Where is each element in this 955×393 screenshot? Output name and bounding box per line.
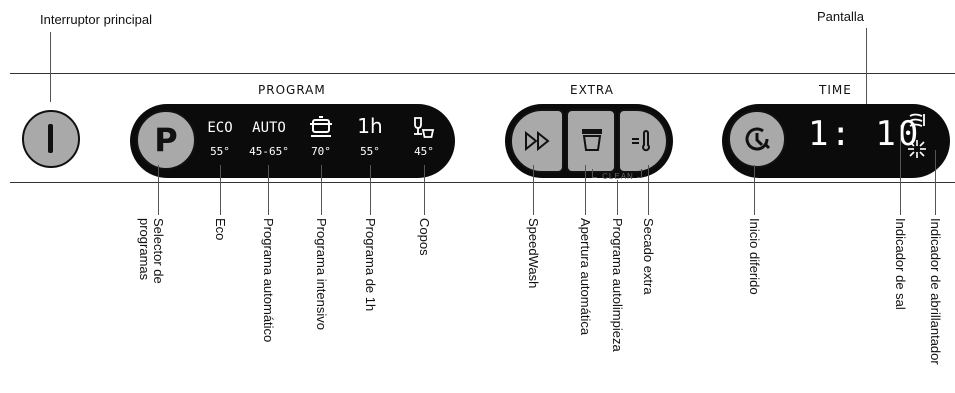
program-button-letter: P	[154, 121, 178, 159]
display-label: Pantalla	[817, 9, 864, 24]
power-symbol	[48, 124, 53, 153]
label-salt-indicator: Indicador de sal	[893, 218, 908, 310]
main-switch-label: Interruptor principal	[40, 12, 152, 27]
label-extra-dry: Secado extra	[641, 218, 656, 295]
program-selector-button[interactable]: P	[136, 110, 196, 170]
leader-selector	[158, 165, 159, 215]
label-auto-open: Apertura automática	[578, 218, 593, 336]
clean-label: CLEAN	[602, 172, 634, 181]
clean-bracket-right	[637, 169, 642, 178]
label-glasses: Copos	[417, 218, 432, 256]
program-intensive-temp: 70°	[311, 145, 331, 158]
extra-dry-button[interactable]	[618, 109, 668, 173]
leader-1h	[370, 165, 371, 215]
speedwash-icon	[525, 131, 550, 151]
time-display: 1: 10	[808, 114, 921, 154]
leader-display	[866, 28, 867, 110]
program-glass-temp: 45°	[414, 145, 434, 158]
rinse-aid-icon	[908, 140, 926, 158]
label-eco: Eco	[213, 218, 228, 241]
section-extra-title: EXTRA	[570, 83, 614, 97]
auto-door-icon	[582, 129, 602, 151]
leader-delay-start	[754, 165, 755, 215]
section-program-title: PROGRAM	[258, 83, 326, 97]
program-eco-label[interactable]: ECO	[207, 120, 233, 136]
leader-salt	[900, 125, 901, 215]
label-speedwash: SpeedWash	[526, 218, 541, 289]
salt-icon	[909, 113, 925, 127]
leader-intensive	[321, 165, 322, 215]
power-button[interactable]	[22, 110, 80, 168]
label-intensive-program: Programa intensivo	[314, 218, 329, 330]
section-time-title: TIME	[819, 83, 852, 97]
label-program-selector: Selector de programas	[137, 218, 166, 284]
label-auto-program: Programa automático	[261, 218, 276, 343]
clean-bracket-left	[592, 169, 597, 178]
glass-icon[interactable]	[413, 116, 435, 140]
speedwash-button[interactable]	[510, 109, 564, 173]
extra-dry-icon	[632, 130, 650, 152]
leader-glasses	[424, 165, 425, 215]
label-rinse-aid-indicator: Indicador de abrillantador	[928, 218, 943, 365]
panel-bottom-edge	[10, 182, 955, 183]
label-self-clean: Programa autolimpieza	[610, 218, 625, 352]
leader-eco	[220, 165, 221, 215]
label-delay-start: Inicio diferido	[747, 218, 762, 295]
leader-extra-dry	[648, 165, 649, 215]
clock-icon	[745, 127, 771, 151]
program-1h-temp: 55°	[360, 145, 380, 158]
leader-speedwash	[533, 165, 534, 215]
leader-auto-open	[585, 165, 586, 215]
panel-top-edge	[10, 73, 955, 74]
leader-rinse-aid	[935, 150, 936, 215]
label-1h-program: Programa de 1h	[363, 218, 378, 312]
leader-main-switch	[50, 32, 51, 102]
pot-icon[interactable]	[308, 114, 334, 140]
program-auto-temp: 45-65°	[249, 145, 289, 158]
program-eco-temp: 55°	[210, 145, 230, 158]
program-1h-label[interactable]: 1h	[357, 114, 383, 138]
auto-door-button[interactable]	[566, 109, 616, 173]
delay-start-button[interactable]	[728, 110, 786, 168]
leader-auto	[268, 165, 269, 215]
leader-self-clean	[617, 180, 618, 215]
program-auto-label[interactable]: AUTO	[252, 120, 286, 136]
